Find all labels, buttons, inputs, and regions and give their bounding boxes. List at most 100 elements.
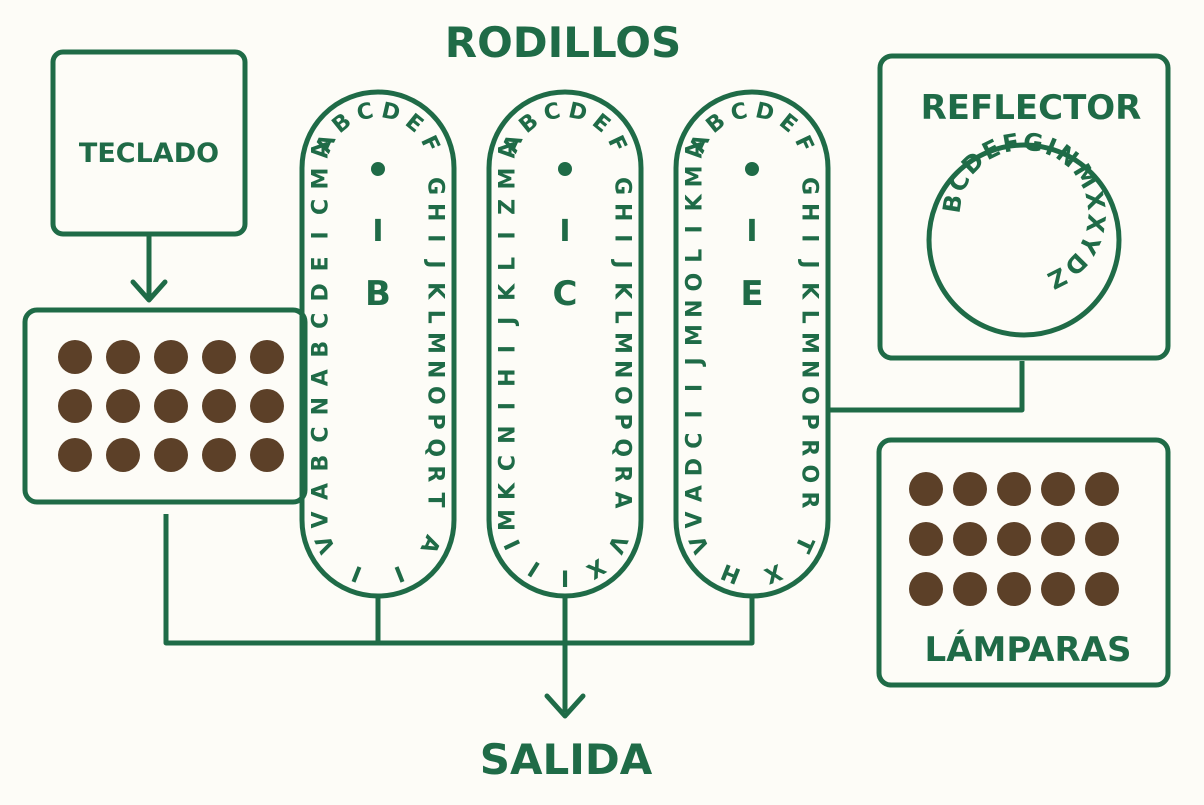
reflector-disc	[926, 142, 1122, 338]
rotor-2-letter-right-0: G	[610, 177, 635, 195]
rotor-3-letter-left-0: V	[683, 511, 708, 528]
key-2-3	[202, 438, 236, 472]
rotor-2-letter-right-12: A	[610, 491, 635, 508]
rotor-1-letter-bottom-2: I	[349, 560, 366, 586]
rotor-2-letter-right-3: J	[610, 258, 635, 268]
rotor-1-letter-left-2: B	[309, 455, 334, 472]
rotor-2-letter-top-2: C	[542, 99, 563, 127]
rotor-1-body	[299, 89, 457, 599]
lamp-2-2	[997, 572, 1031, 606]
key-1-2	[154, 389, 188, 423]
rotor-2-letter-left-11: Z	[496, 199, 521, 215]
rotor-3-letter-left-3: C	[683, 433, 708, 449]
rotor-1-letter-left-4: N	[309, 397, 334, 415]
rotor-3-letter-bottom-1: X	[760, 558, 785, 588]
reflector-box	[877, 53, 1171, 361]
rotor-2-letter-right-9: P	[610, 413, 635, 429]
rotor-1-letter-left-9: E	[309, 256, 334, 271]
rotor-2-letter-top-3: D	[566, 98, 589, 126]
key-1-1	[106, 389, 140, 423]
rotor-1-letter-left-11: C	[309, 199, 334, 215]
keyboard-label: TECLADO	[79, 138, 219, 169]
rotor-2-letter-right-10: Q	[610, 438, 635, 457]
output-arrow-head	[544, 693, 586, 719]
rotor-3-mark: I	[746, 214, 757, 249]
rotor-3-letter-left-14: A	[683, 141, 708, 158]
rotor-1-letter-left-6: B	[309, 341, 334, 358]
lamp-2-4	[1085, 572, 1119, 606]
lamp-box	[876, 437, 1171, 688]
key-1-3	[202, 389, 236, 423]
rotor-3-letter-right-1: H	[797, 203, 822, 221]
lamp-label: LÁMPARAS	[925, 629, 1132, 670]
rotor-1-letter-right-9: P	[423, 413, 448, 429]
lamp-0-0	[909, 472, 943, 506]
rotor-1-letter-top-1: B	[328, 109, 357, 139]
lamp-1-2	[997, 522, 1031, 556]
key-1-4	[250, 389, 284, 423]
rotor-3-letter-bottom-0: T	[789, 532, 818, 556]
rotor-2-letter-right-4: K	[610, 282, 635, 300]
rotor-1-letter-right-0: G	[423, 177, 448, 195]
rotor-3-letter-left-2: D	[683, 458, 708, 476]
rotor-3-letter-bottom-3: V	[685, 531, 715, 557]
rotor-2-letter-left-3: N	[496, 425, 521, 443]
rotor-2-letter-right-6: M	[610, 332, 635, 354]
rotor-3-letter-right-12: R	[797, 492, 822, 509]
rotor-3-letter-top-5: F	[789, 132, 818, 156]
rotor-3-letter-left-5: I	[683, 384, 708, 392]
key-0-2	[154, 340, 188, 374]
rotor-3-letter-bottom-2: H	[718, 558, 744, 588]
rotor-2-letter-right-2: I	[610, 234, 635, 242]
keyboard-box	[50, 49, 248, 237]
rotor-2-letter-right-8: O	[610, 386, 635, 405]
rotor-3-letter-top-1: B	[702, 109, 731, 139]
rotor-3-letter-right-2: I	[797, 234, 822, 242]
rotor-1-letter-top-2: C	[355, 99, 376, 127]
rotor-1-letter-left-1: A	[309, 483, 334, 500]
rotor-3-letter-right-7: N	[797, 360, 822, 378]
rotor-1-letter-right-5: L	[423, 310, 448, 324]
rotor-3-letter-left-13: M	[683, 165, 708, 187]
reflector-label: REFLECTOR	[921, 88, 1142, 128]
rotor-1-letter-bottom-0: A	[415, 531, 445, 557]
reflector-ring-letters: BCDEFGINMXXYDZ	[937, 127, 1110, 295]
key-grid	[58, 340, 284, 472]
rotor-1-letter-left-7: C	[309, 313, 334, 329]
rotor-1-letter-left-13: A	[309, 141, 334, 158]
rotor-3-letter-right-10: R	[797, 439, 822, 456]
rotor-2-letter-left-7: J	[496, 317, 521, 327]
rotor-3-letter-left-12: K	[683, 193, 708, 211]
rotor-3-letter-right-3: J	[797, 258, 822, 268]
rotor-1-letter-top-4: E	[400, 109, 427, 138]
rotor-2-letter-left-10: I	[496, 231, 521, 239]
rotor-1-letter-right-3: J	[423, 258, 448, 268]
rotor-2-letter-bottom-1: X	[582, 553, 610, 583]
rotor-1-letter-left-5: A	[309, 369, 334, 386]
rotor-1-letter-right-6: M	[423, 332, 448, 354]
keyboard-arrow-head	[130, 279, 168, 303]
rotor-2-letter-top-4: E	[587, 109, 614, 138]
rotor-3-letter-top-2: C	[729, 99, 750, 127]
rotor-2-letter-left-13: A	[496, 141, 521, 158]
key-panel	[22, 307, 308, 505]
rotor-3-dot	[745, 162, 759, 176]
rotor-2-letter-bottom-2: I	[561, 565, 569, 590]
rotor-3-letter-right-4: K	[797, 282, 822, 300]
key-0-0	[58, 340, 92, 374]
key-1-0	[58, 389, 92, 423]
rotor-1-letter-bottom-1: I	[391, 560, 408, 586]
key-0-4	[250, 340, 284, 374]
lamp-0-2	[997, 472, 1031, 506]
rotor-3-letter-right-9: P	[797, 413, 822, 429]
rotor-2-letter-top-1: B	[515, 109, 544, 139]
key-2-2	[154, 438, 188, 472]
key-0-3	[202, 340, 236, 374]
rotor-2-letter-left-1: K	[496, 482, 521, 500]
lamp-1-4	[1085, 522, 1119, 556]
rotor-2-letter-left-0: M	[496, 509, 521, 531]
rotor-3-letter-top-3: D	[753, 98, 776, 126]
